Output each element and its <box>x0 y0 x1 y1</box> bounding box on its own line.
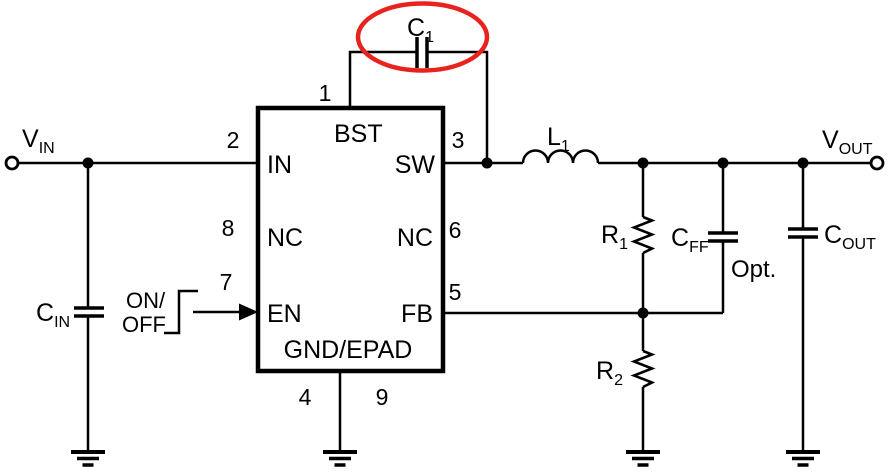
l1-label: L1 <box>547 123 570 155</box>
c1-label: C1 <box>407 14 434 46</box>
pin-number-2: 2 <box>227 127 240 153</box>
l1-inductor-coil <box>521 149 600 164</box>
r1-label: R1 <box>601 221 628 253</box>
vout-terminal <box>869 155 885 171</box>
pin-number-3: 3 <box>452 127 465 153</box>
pin-label-bst: BST <box>334 120 383 148</box>
c1-capacitor-plates <box>415 37 429 68</box>
cout-label: COUT <box>824 221 876 253</box>
junction-dot-r1-top <box>637 157 649 169</box>
pin-number-5: 5 <box>449 279 462 305</box>
enable-off-label: OFF <box>122 312 166 337</box>
cff-capacitor-plates <box>708 231 738 243</box>
junction-dot-fb-node <box>637 307 649 319</box>
epad-ground-icon <box>323 450 357 467</box>
en-arrowhead-icon <box>239 303 258 321</box>
cin-label: CIN <box>36 299 70 331</box>
pin-number-9: 9 <box>376 384 389 410</box>
r1-resistor-zigzag <box>630 215 656 255</box>
pin-number-8: 8 <box>222 215 235 241</box>
pin-label-nc-right: NC <box>397 224 433 252</box>
rising-edge-icon <box>164 289 198 335</box>
cin-ground-icon <box>71 450 105 467</box>
pin-label-sw: SW <box>395 151 436 179</box>
junction-dot-vin-cin <box>82 157 94 169</box>
junction-dots <box>82 157 809 319</box>
cff-label: CFF <box>671 224 709 256</box>
enable-on-label: ON/ <box>126 288 166 313</box>
pin-label-nc-left: NC <box>267 224 303 252</box>
junction-dot-cff-top <box>717 157 729 169</box>
vout-label: VOUT <box>822 126 873 158</box>
r2-label: R2 <box>596 357 623 389</box>
vin-terminal <box>4 155 20 171</box>
pin-number-6: 6 <box>449 217 462 243</box>
wire-c1-right-leg <box>428 50 489 163</box>
pin-label-gnd-epad: GND/EPAD <box>284 336 413 364</box>
vin-label: VIN <box>22 125 55 157</box>
cff-opt-label: Opt. <box>731 256 776 283</box>
r2-ground-icon <box>626 450 660 467</box>
wire-bst-leg <box>348 50 416 108</box>
c1-highlight-ellipse <box>355 1 490 73</box>
junction-dot-cout-top <box>797 157 809 169</box>
junction-dot-sw-node <box>481 157 493 169</box>
pin-number-1: 1 <box>319 80 332 106</box>
ic-body <box>255 105 446 374</box>
pin-label-in: IN <box>267 151 292 179</box>
r2-resistor-zigzag <box>630 349 656 389</box>
pin-label-en: EN <box>267 300 302 328</box>
pin-label-fb: FB <box>401 300 433 328</box>
pin-number-4: 4 <box>299 384 312 410</box>
cout-capacitor-plates <box>788 227 818 239</box>
cin-capacitor-plates <box>74 306 104 318</box>
pin-number-7: 7 <box>220 269 233 295</box>
cout-ground-icon <box>786 450 820 467</box>
